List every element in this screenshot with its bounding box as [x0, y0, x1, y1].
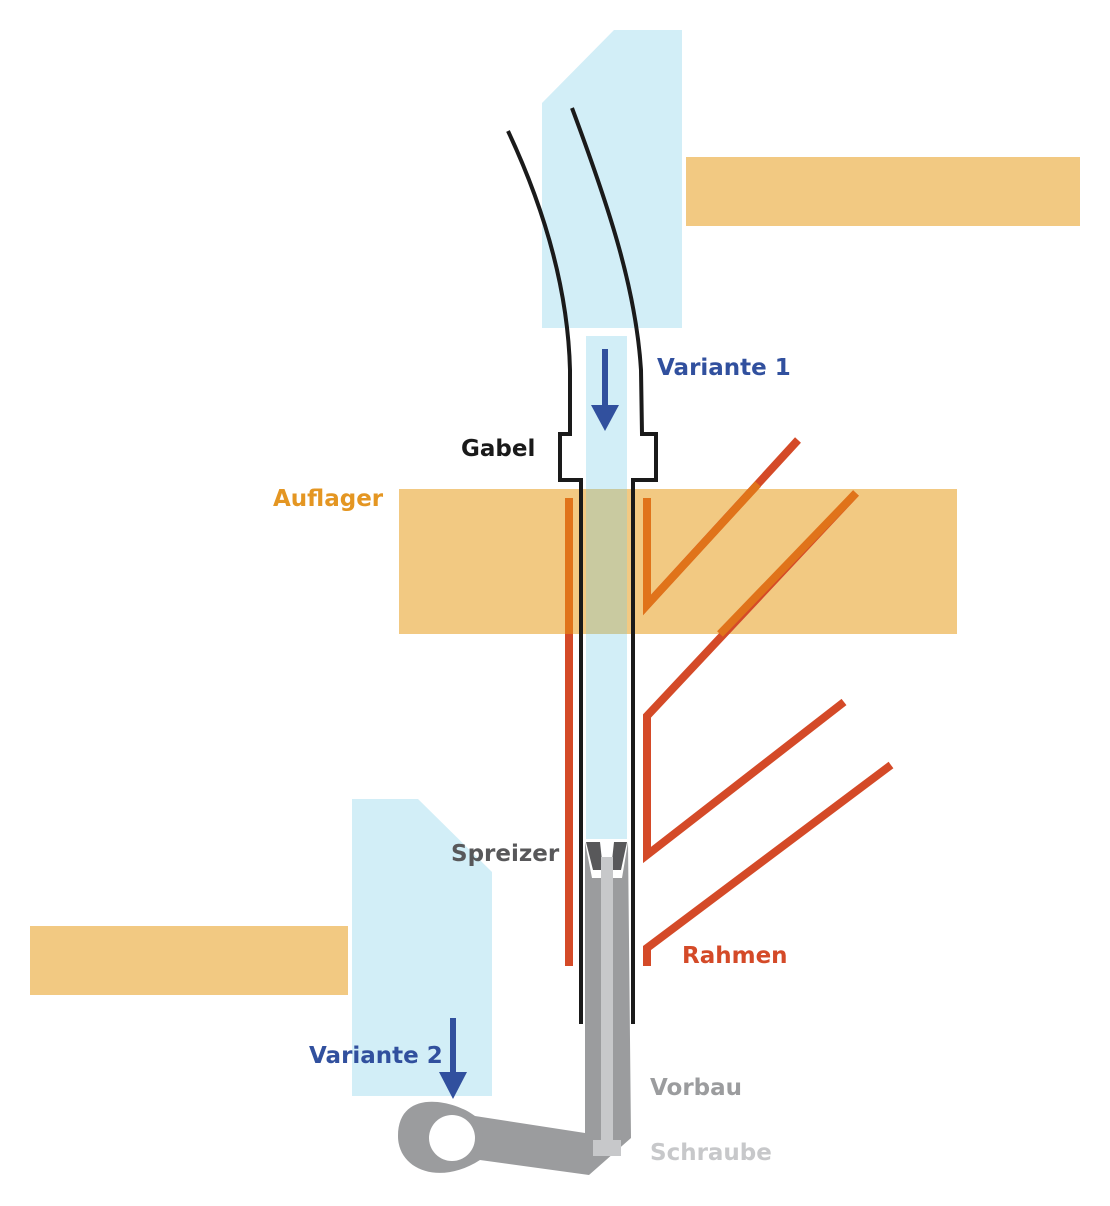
- label-gabel: Gabel: [461, 436, 535, 462]
- auflager-block: [399, 489, 957, 634]
- vorbau-ring-hole: [429, 1115, 475, 1161]
- spreizer-right-wedge: [611, 842, 627, 870]
- gabel-left-line: [506, 130, 583, 1024]
- label-variante-2: Variante 2: [309, 1043, 443, 1069]
- support-block-bottom-left: [30, 926, 348, 995]
- label-variante-1: Variante 1: [657, 355, 791, 381]
- gabel-right-line: [570, 107, 658, 1024]
- label-auflager: Auflager: [273, 486, 384, 512]
- support-block-top-right: [686, 157, 1080, 226]
- spreizer-left-wedge: [586, 842, 603, 870]
- label-spreizer: Spreizer: [451, 841, 560, 867]
- press-tool-top-head: [542, 30, 682, 328]
- arrow-variante-1: [591, 349, 619, 431]
- schraube-shaft: [601, 857, 613, 1142]
- label-schraube: Schraube: [650, 1140, 772, 1166]
- label-vorbau: Vorbau: [650, 1075, 742, 1101]
- gabel-fork: [506, 107, 658, 1024]
- label-rahmen: Rahmen: [682, 943, 788, 969]
- press-tool-bottom-head: [352, 799, 492, 1096]
- auflager-tool-overlap: [586, 489, 627, 634]
- arrow-variante-2: [439, 1018, 467, 1099]
- schraube-head: [593, 1140, 621, 1156]
- rahmen-overlap: [565, 481, 859, 637]
- rahmen-lower-right: [643, 761, 894, 966]
